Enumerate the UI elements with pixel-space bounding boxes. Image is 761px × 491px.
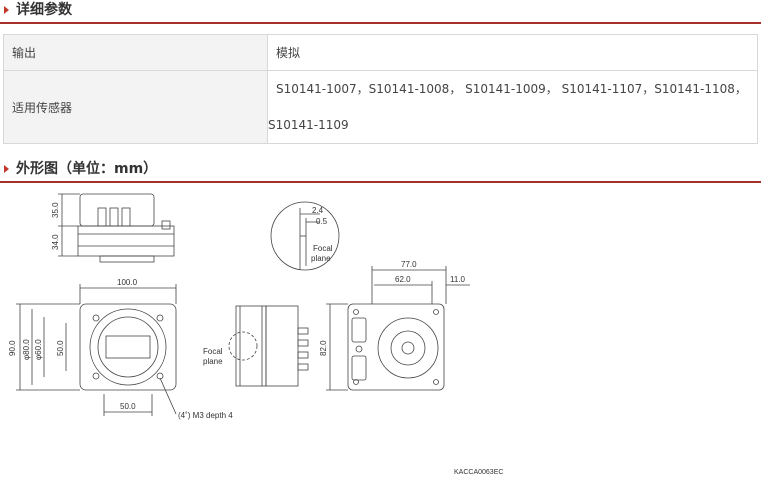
dim-back-height: 82.0 [319, 340, 328, 356]
side-focal-label: Focal [203, 347, 223, 356]
section-marker-icon [4, 165, 9, 173]
row-label-sensors: 适用传感器 [3, 70, 268, 144]
drawing-section-title: 外形图（单位：mm） [16, 161, 158, 177]
screw-note: (4˚) M3 depth 4 [178, 411, 233, 420]
sensor-list-line1: S10141-1007，S10141-1008， S10141-1009， S1… [276, 82, 747, 96]
sensor-list-line2: S10141-1109 [268, 118, 349, 132]
dim-front-dia: φ80.0 [22, 339, 31, 360]
dimensional-drawing: 35.0 34.0 100.0 90.0 φ80.0 φ60.0 50.0 50… [8, 193, 503, 476]
dim-back-mid: 62.0 [395, 275, 411, 284]
dim-back-width: 77.0 [401, 260, 417, 269]
section-marker-icon [4, 6, 9, 14]
dim-front-bottom: 50.0 [120, 402, 136, 411]
spec-section-header: 详细参数 [0, 0, 761, 24]
spec-table: 输出 模拟 适用传感器 S10141-1007，S10141-1008， S10… [3, 34, 758, 144]
row-value-output: 模拟 [267, 34, 758, 71]
drawing-id: KACCA0063EC [454, 469, 503, 476]
dim-front-height: 90.0 [8, 340, 17, 356]
detail-dim-b: 0.5 [316, 217, 328, 226]
side-view: Focal plane [203, 305, 309, 387]
drawing-section-header: 外形图（单位：mm） [0, 159, 761, 183]
table-row: 适用传感器 S10141-1007，S10141-1008， S10141-10… [3, 70, 758, 144]
section-divider [0, 22, 761, 24]
side-plane-label: plane [203, 357, 223, 366]
row-label-output: 输出 [3, 34, 268, 71]
detail-plane-label: plane [311, 254, 331, 263]
spec-section-title: 详细参数 [16, 2, 72, 18]
top-view: 35.0 34.0 [51, 193, 175, 263]
dim-back-right: 11.0 [450, 275, 466, 284]
dim-front-inner: 50.0 [56, 340, 65, 356]
dim-front-dia2: φ60.0 [34, 339, 43, 360]
detail-dim-a: 2.4 [312, 206, 324, 215]
focal-detail: 2.4 0.5 Focal plane [270, 201, 340, 271]
detail-focal-label: Focal [313, 244, 333, 253]
dim-bottom-height: 34.0 [51, 234, 60, 250]
front-view: 100.0 90.0 φ80.0 φ60.0 50.0 50.0 (4˚) M3… [8, 278, 233, 420]
table-row: 输出 模拟 [3, 34, 758, 71]
row-value-sensors: S10141-1007，S10141-1008， S10141-1009， S1… [267, 70, 758, 144]
dim-top-height: 35.0 [51, 202, 60, 218]
section-divider [0, 181, 761, 183]
dim-front-width: 100.0 [117, 278, 138, 287]
back-view: 77.0 62.0 11.0 82.0 [319, 260, 470, 391]
